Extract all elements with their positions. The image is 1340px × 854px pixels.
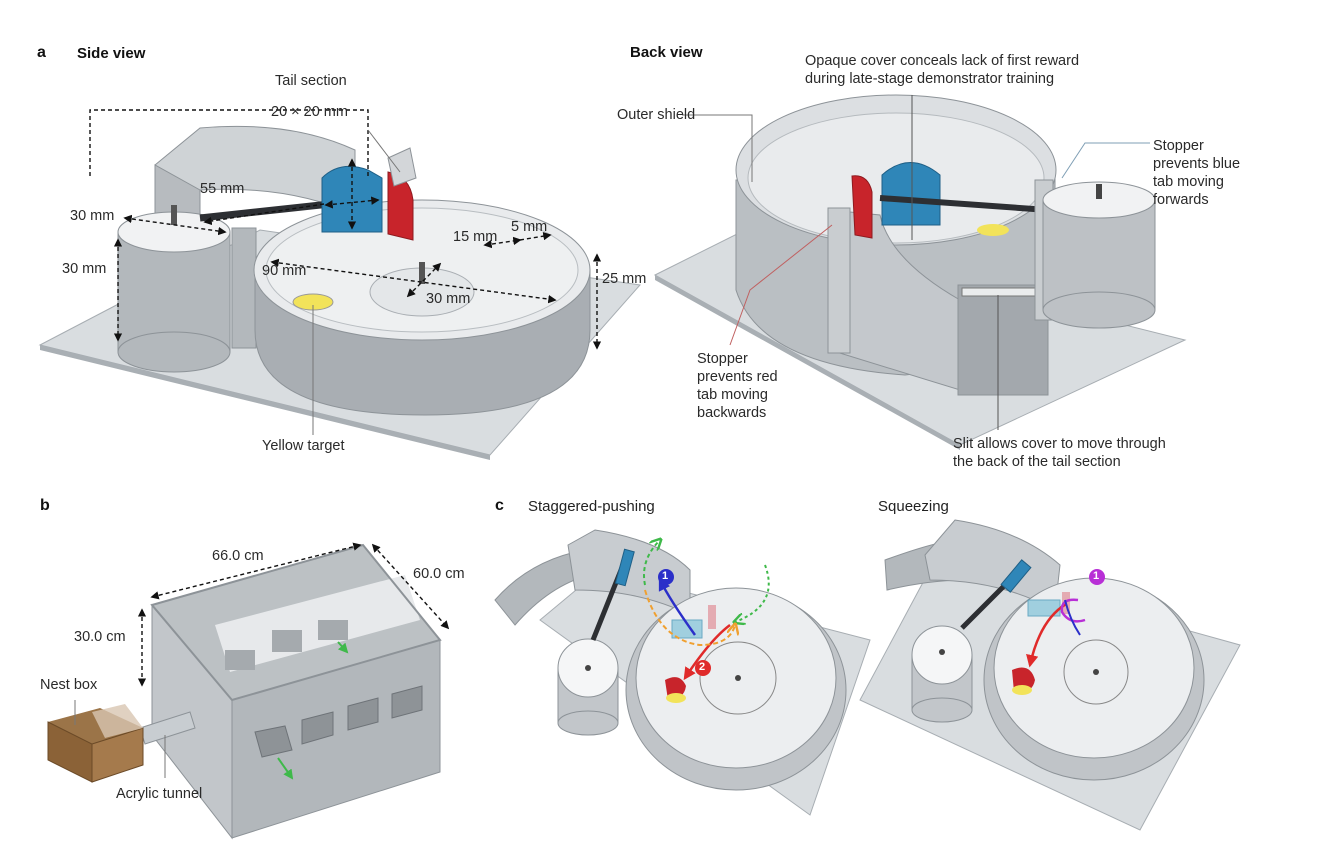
stopper-red-line-1: Stopper — [697, 351, 748, 367]
stopper-blue-line-2: prevents blue — [1153, 156, 1241, 172]
wall-thickness-label: 5 mm — [511, 219, 548, 235]
squeezing-step-1-number: 1 — [1093, 570, 1100, 582]
stopper-blue-line-4: forwards — [1153, 192, 1209, 208]
step-1-badge — [1089, 569, 1105, 585]
outer-shield-label: Outer shield — [617, 107, 696, 123]
inner-gap-label: 15 mm — [453, 229, 498, 245]
stopper-red-label: Stopper prevents red tab moving backward… — [697, 350, 778, 422]
stopper-blue-line-1: Stopper — [1153, 138, 1204, 154]
cylinder — [117, 205, 231, 373]
blue-tab — [881, 162, 941, 226]
stopper-red-line-2: prevents red — [697, 369, 778, 385]
squeezing-title: Squeezing — [878, 498, 949, 515]
opaque-cover-line-2: during late-stage demonstrator training — [805, 71, 1055, 87]
staggered-step-2-number: 2 — [699, 661, 706, 673]
box-height-label: 30.0 cm — [74, 629, 126, 645]
staggered-pushing-title: Staggered-pushing — [528, 498, 655, 515]
squeezing-drawing — [859, 519, 1241, 831]
opaque-cover-label: Opaque cover conceals lack of first rewa… — [805, 52, 1079, 88]
step-1-badge — [658, 569, 674, 585]
slit — [961, 287, 1041, 297]
back-view-drawing — [653, 94, 1187, 450]
opaque-cover-line-1: Opaque cover conceals lack of first rewa… — [805, 53, 1080, 69]
rod-length-label: 55 mm — [200, 181, 245, 197]
acrylic-tunnel-label: Acrylic tunnel — [116, 786, 203, 802]
staggered-pushing-drawing — [494, 529, 871, 816]
side-view-drawing — [38, 109, 641, 460]
panel-a-letter: a — [37, 44, 46, 61]
red-tab — [851, 175, 873, 239]
arena-box-drawing — [47, 542, 450, 840]
slit-label: Slit allows cover to move through the ba… — [953, 435, 1166, 471]
center-diameter-label: 30 mm — [426, 291, 471, 307]
slit-line-2: the back of the tail section — [953, 454, 1121, 470]
dimension-lines — [89, 109, 602, 350]
staggered-step-1-number: 1 — [662, 570, 669, 582]
wall-height-label: 25 mm — [602, 271, 647, 287]
stopper-red-line-4: backwards — [697, 405, 767, 421]
tail-section-label: Tail section — [275, 73, 347, 89]
box-floor — [215, 575, 420, 672]
step-2-badge — [695, 660, 711, 676]
cylinder — [557, 638, 619, 736]
slit-line-1: Slit allows cover to move through — [953, 436, 1166, 452]
cylinder-height-label: 30 mm — [62, 261, 107, 277]
box-length-label: 66.0 cm — [212, 548, 264, 564]
stopper-blue-label: Stopper prevents blue tab moving forward… — [1153, 137, 1240, 209]
stopper-blue-line-3: tab moving — [1153, 174, 1224, 190]
panel-c-letter: c — [495, 497, 504, 514]
cylinder-diameter-label: 30 mm — [70, 208, 115, 224]
panel-b-letter: b — [40, 497, 50, 514]
arena-diameter-label: 90 mm — [262, 263, 307, 279]
side-view-title: Side view — [77, 45, 146, 62]
tab-size-label: 20 × 20 mm — [271, 104, 348, 120]
yellow-target-label: Yellow target — [262, 438, 345, 454]
nest-box — [47, 704, 144, 783]
back-view-title: Back view — [630, 44, 703, 61]
box-width-label: 60.0 cm — [413, 566, 465, 582]
cylinder — [1042, 181, 1156, 329]
cylinder — [911, 625, 973, 723]
stopper-red-line-3: tab moving — [697, 387, 768, 403]
nest-box-label: Nest box — [40, 677, 98, 693]
